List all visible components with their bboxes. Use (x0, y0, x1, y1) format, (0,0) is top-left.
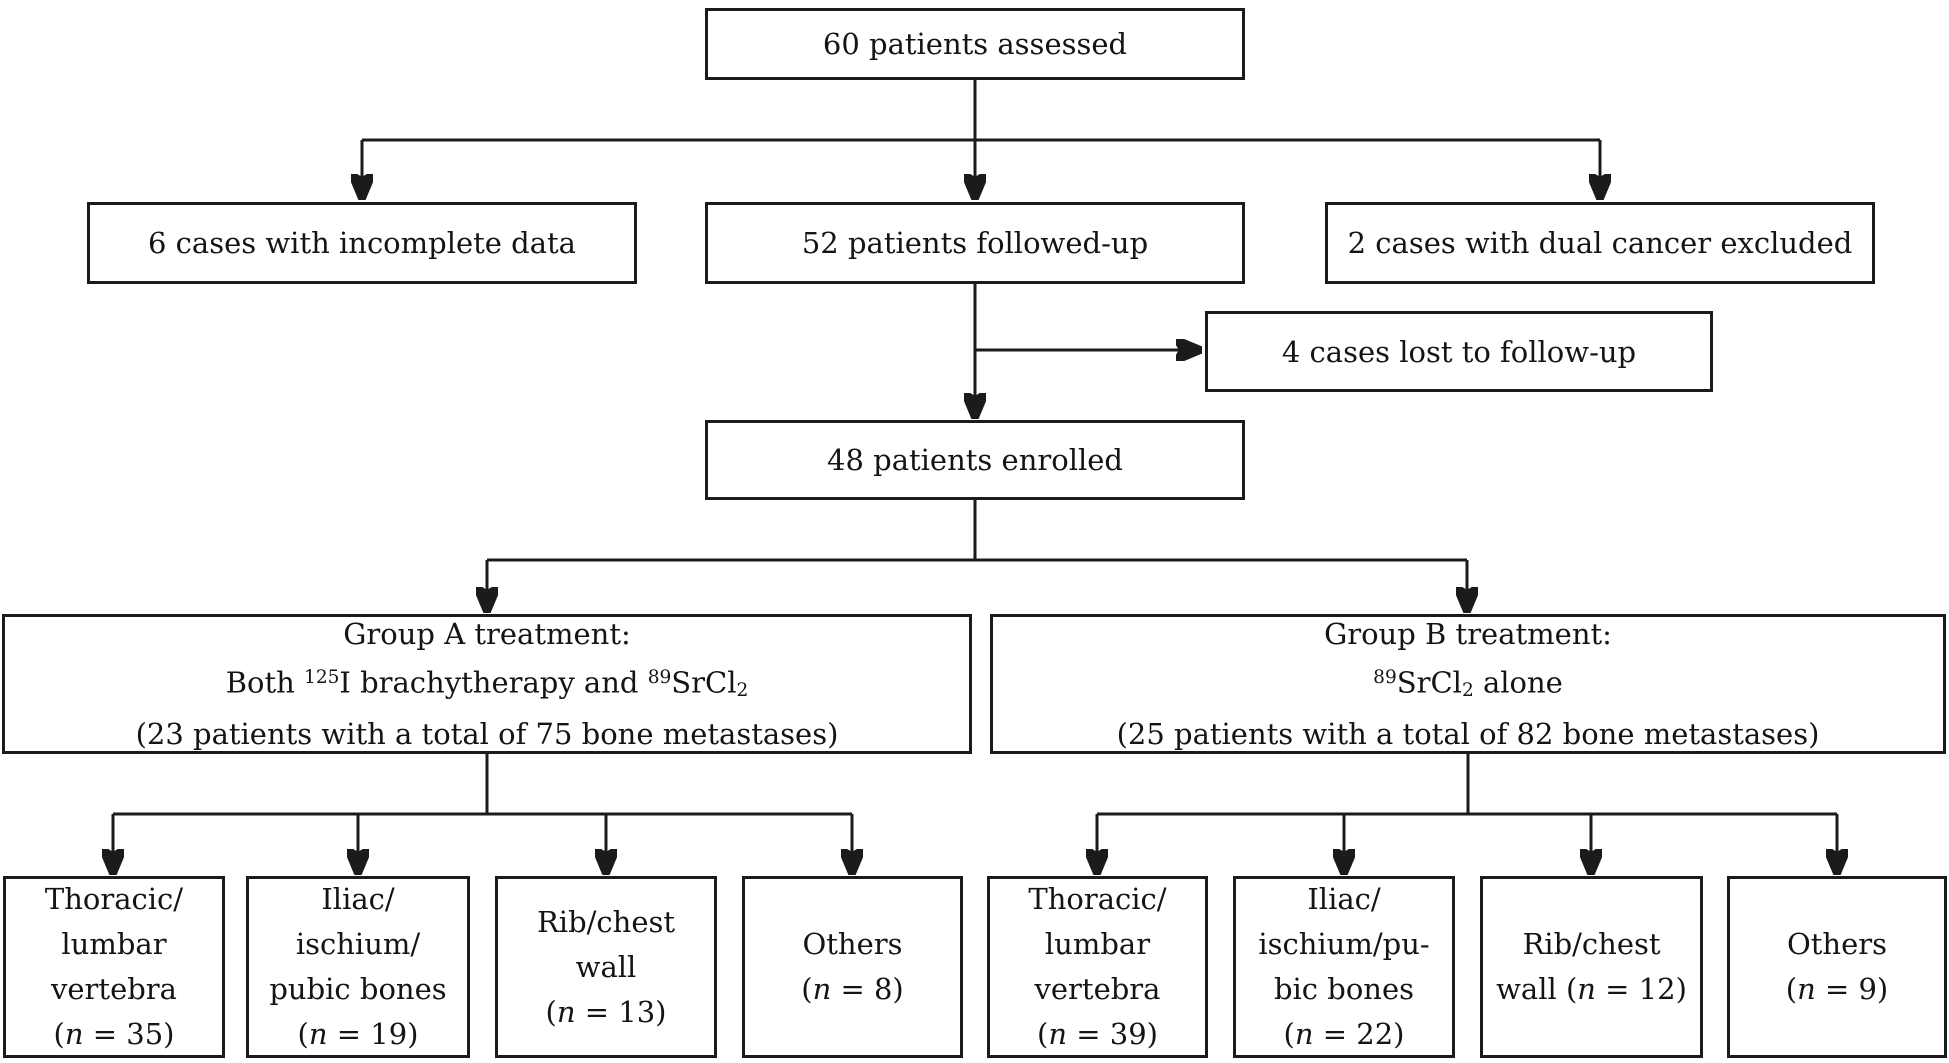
group-b-text: Group B treatment: 89SrCl2 alone (25 pat… (999, 612, 1937, 757)
count-open: ( (1037, 1017, 1049, 1051)
site-line: ischium/ (295, 927, 421, 961)
box-site-a-iliac: Iliac/ ischium/ pubic bones (n = 19) (246, 876, 470, 1058)
followed-up-label: 52 patients followed-up (801, 226, 1149, 260)
box-group-a: Group A treatment: Both 125I brachythera… (2, 614, 972, 754)
site-line: lumbar (61, 927, 167, 961)
site-count: (n = 22) (1242, 1012, 1446, 1057)
site-b1-text: Thoracic/ lumbar vertebra (n = 39) (996, 877, 1199, 1057)
box-patients-enrolled: 48 patients enrolled (705, 420, 1245, 500)
count-value: = 8) (831, 972, 904, 1006)
site-count: (n = 13) (504, 990, 708, 1035)
site-count: (n = 9) (1736, 967, 1938, 1012)
site-line: vertebra (51, 972, 177, 1006)
site-a1-text: Thoracic/ lumbar vertebra (n = 35) (12, 877, 216, 1057)
count-open: ( (53, 1017, 65, 1051)
group-a-therapy-mid: I brachytherapy and (339, 665, 648, 700)
site-line: Iliac/ (1307, 882, 1381, 916)
site-line: Others (1786, 927, 1887, 961)
isotope-89-superscript: 89 (647, 666, 672, 688)
site-line: Rib/chest (1522, 927, 1661, 961)
site-a3-text: Rib/chest wall (n = 13) (504, 900, 708, 1035)
count-value: = 13) (575, 994, 667, 1029)
group-a-therapy-pre: Both (225, 665, 305, 700)
count-open: ( (545, 994, 557, 1029)
box-site-b-rib: Rib/chest wall (n = 12) (1480, 876, 1703, 1058)
box-dual-cancer-excluded: 2 cases with dual cancer excluded (1325, 202, 1875, 284)
count-open: ( (1283, 1017, 1295, 1051)
box-site-a-thoracic: Thoracic/ lumbar vertebra (n = 35) (3, 876, 225, 1058)
site-count: (n = 8) (751, 967, 954, 1012)
site-line: wall (575, 949, 637, 984)
count-value: = 9) (1815, 972, 1889, 1006)
box-site-b-others: Others (n = 9) (1727, 876, 1947, 1058)
dual-cancer-label: 2 cases with dual cancer excluded (1347, 226, 1853, 260)
count-open: wall ( (1496, 972, 1578, 1006)
box-lost-to-follow-up: 4 cases lost to follow-up (1205, 311, 1713, 392)
count-value: = 12) (1595, 972, 1687, 1006)
count-n: n (1797, 972, 1816, 1006)
site-line: vertebra (1034, 972, 1161, 1006)
group-b-counts: (25 patients with a total of 82 bone met… (1116, 717, 1820, 752)
count-n: n (812, 972, 832, 1006)
box-site-a-rib: Rib/chest wall (n = 13) (495, 876, 717, 1058)
isotope-89-superscript: 89 (1373, 666, 1397, 688)
box-group-b: Group B treatment: 89SrCl2 alone (25 pat… (990, 614, 1946, 754)
lost-to-follow-up-label: 4 cases lost to follow-up (1281, 334, 1637, 369)
count-open: ( (801, 972, 813, 1006)
group-b-therapy: 89SrCl2 alone (999, 656, 1937, 713)
site-line: Iliac/ (321, 882, 395, 916)
group-b-chemical: SrCl (1396, 665, 1462, 700)
site-line: Thoracic/ (44, 882, 184, 916)
site-a4-text: Others (n = 8) (751, 922, 954, 1012)
incomplete-data-label: 6 cases with incomplete data (148, 226, 576, 260)
box-incomplete-data: 6 cases with incomplete data (87, 202, 637, 284)
count-value: = 22) (1313, 1017, 1405, 1051)
group-a-chemical: SrCl (671, 665, 737, 700)
site-line: bic bones (1273, 972, 1415, 1006)
isotope-125-superscript: 125 (304, 666, 340, 688)
count-n: n (64, 1017, 84, 1051)
box-site-a-others: Others (n = 8) (742, 876, 963, 1058)
box-site-b-thoracic: Thoracic/ lumbar vertebra (n = 39) (987, 876, 1208, 1058)
box-patients-assessed: 60 patients assessed (705, 8, 1245, 80)
patients-assessed-label: 60 patients assessed (822, 27, 1128, 61)
site-b3-text: Rib/chest wall (n = 12) (1489, 922, 1694, 1012)
count-n: n (1294, 1017, 1314, 1051)
site-count: (n = 19) (255, 1012, 461, 1057)
site-count: (n = 35) (12, 1012, 216, 1057)
site-line: ischium/pu- (1258, 927, 1430, 961)
site-line: Others (802, 927, 903, 961)
count-value: = 39) (1067, 1017, 1158, 1051)
box-site-b-iliac: Iliac/ ischium/pu- bic bones (n = 22) (1233, 876, 1455, 1058)
group-b-title: Group B treatment: (1324, 616, 1612, 651)
site-b4-text: Others (n = 9) (1736, 922, 1938, 1012)
chemical-subscript: 2 (1461, 679, 1474, 701)
group-a-text: Group A treatment: Both 125I brachythera… (11, 612, 963, 757)
patients-enrolled-label: 48 patients enrolled (827, 443, 1123, 477)
site-b2-text: Iliac/ ischium/pu- bic bones (n = 22) (1242, 877, 1446, 1057)
site-line: Thoracic/ (1028, 882, 1167, 916)
chemical-subscript: 2 (736, 679, 749, 701)
site-line: pubic bones (269, 972, 447, 1006)
box-followed-up: 52 patients followed-up (705, 202, 1245, 284)
site-line: Rib/chest (536, 904, 676, 939)
count-open: ( (297, 1017, 309, 1051)
count-open: ( (1785, 972, 1798, 1006)
count-value: = 19) (327, 1017, 419, 1051)
count-n: n (556, 994, 576, 1029)
group-a-therapy: Both 125I brachytherapy and 89SrCl2 (11, 656, 963, 713)
site-count: wall (n = 12) (1489, 967, 1694, 1012)
count-value: = 35) (83, 1017, 175, 1051)
group-a-title: Group A treatment: (343, 616, 631, 651)
count-n: n (1048, 1017, 1068, 1051)
group-b-therapy-post: alone (1473, 665, 1563, 700)
count-n: n (308, 1017, 328, 1051)
count-n: n (1577, 972, 1596, 1006)
group-a-counts: (23 patients with a total of 75 bone met… (135, 717, 839, 752)
site-count: (n = 39) (996, 1012, 1199, 1057)
site-line: lumbar (1044, 927, 1151, 961)
site-a2-text: Iliac/ ischium/ pubic bones (n = 19) (255, 877, 461, 1057)
